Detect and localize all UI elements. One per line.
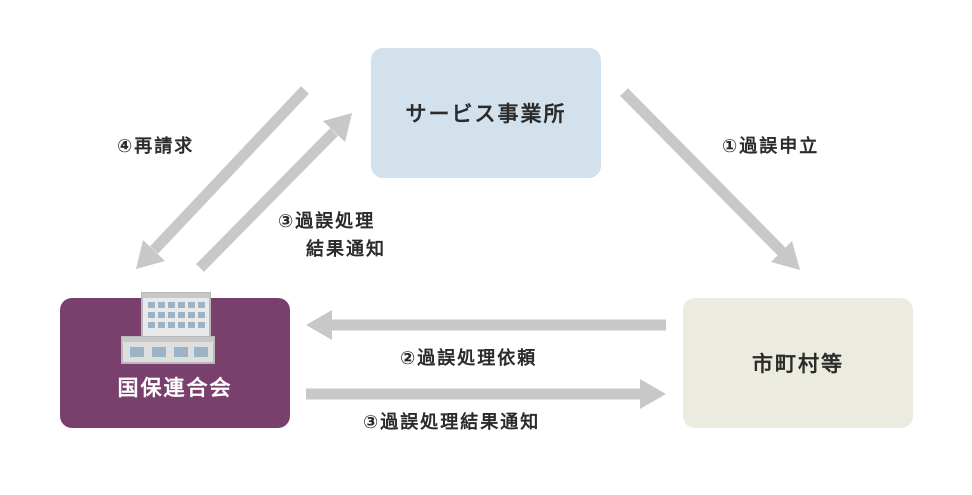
edge-label-saiseikyu: ④再請求 <box>117 136 195 157</box>
edge-label-kekka-line1: ③過誤処理 <box>278 211 376 232</box>
office-building-icon <box>121 292 215 364</box>
arrow-kekka-diagonal <box>196 113 352 272</box>
arrow-kekka-bottom <box>306 379 666 409</box>
edge-label-kekka-line2: 結果通知 <box>306 239 386 260</box>
edge-label-irai: ②過誤処理依頼 <box>400 348 538 369</box>
edge-label-kekka-diagonal: ③過誤処理 結果通知 <box>278 208 386 264</box>
municipality-box: 市町村等 <box>683 298 913 428</box>
municipality-label: 市町村等 <box>752 352 844 376</box>
arrow-saiseikyu <box>136 86 309 269</box>
kokuho-federation-label: 国保連合会 <box>117 376 233 400</box>
arrow-moushitate <box>620 88 800 270</box>
service-office-label: サービス事業所 <box>405 102 567 126</box>
arrow-irai <box>306 310 666 340</box>
edge-label-kekka-bottom: ③過誤処理結果通知 <box>363 412 541 433</box>
edge-label-moushitate: ①過誤申立 <box>722 136 820 157</box>
service-office-box: サービス事業所 <box>371 48 601 178</box>
